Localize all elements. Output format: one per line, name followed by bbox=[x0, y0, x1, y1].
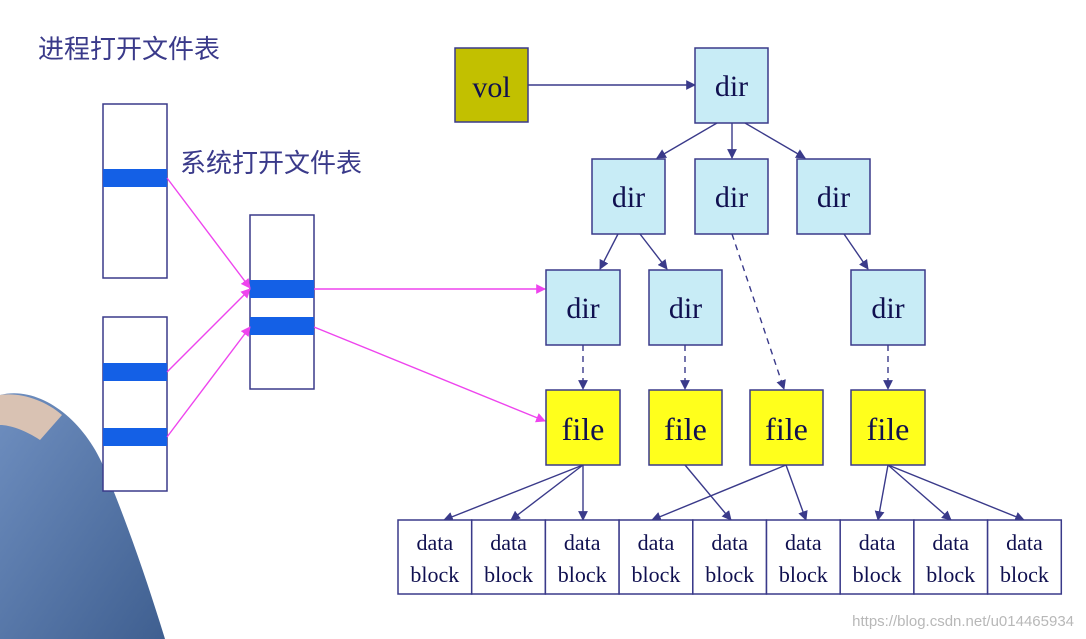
tree-arrow bbox=[639, 233, 668, 270]
dir-node-root: dir bbox=[694, 47, 769, 124]
file-label: file bbox=[562, 411, 605, 447]
data-block-line1: data bbox=[490, 530, 527, 555]
process-table-1-slot bbox=[103, 169, 167, 187]
system-table-label: 系统打开文件表 bbox=[180, 149, 362, 179]
data-block: data block bbox=[839, 519, 915, 595]
block-arrow bbox=[887, 464, 952, 521]
dir-label: dir bbox=[669, 292, 702, 325]
file-node-1: file bbox=[545, 389, 621, 466]
data-block-line1: data bbox=[638, 530, 675, 555]
file-label: file bbox=[664, 411, 707, 447]
dashed-links bbox=[578, 233, 893, 390]
data-block-line2: block bbox=[779, 562, 828, 587]
tree-arrow bbox=[744, 122, 806, 159]
data-block: data block bbox=[765, 519, 841, 595]
data-block-line2: block bbox=[484, 562, 533, 587]
data-block-line2: block bbox=[410, 562, 459, 587]
file-node-3: file bbox=[749, 389, 824, 466]
block-arrow bbox=[443, 464, 584, 522]
data-block: data block bbox=[544, 519, 620, 595]
block-arrow bbox=[785, 464, 808, 521]
data-block-line2: block bbox=[705, 562, 754, 587]
dashed-arrow bbox=[731, 233, 786, 390]
block-arrow bbox=[887, 464, 1025, 522]
dir-node-l1-b: dir bbox=[694, 158, 769, 235]
block-arrow bbox=[651, 464, 787, 522]
tree-arrow bbox=[843, 233, 869, 270]
block-lines bbox=[443, 464, 1025, 522]
data-block: data block bbox=[397, 519, 473, 595]
data-block: data block bbox=[470, 519, 547, 595]
dir-node-l2-c: dir bbox=[850, 269, 926, 346]
pointer-arrow bbox=[313, 326, 546, 423]
vol-label: vol bbox=[472, 71, 510, 104]
data-block-line1: data bbox=[417, 530, 454, 555]
data-block-line2: block bbox=[1000, 562, 1049, 587]
block-arrow bbox=[874, 464, 889, 521]
system-table-slot-b bbox=[250, 317, 314, 335]
system-table bbox=[249, 214, 315, 390]
data-block-line2: block bbox=[632, 562, 681, 587]
file-label: file bbox=[867, 411, 910, 447]
data-block-line1: data bbox=[564, 530, 601, 555]
dir-label: dir bbox=[566, 292, 599, 325]
system-table-slot-a bbox=[250, 280, 314, 298]
data-block-line1: data bbox=[1006, 530, 1043, 555]
block-arrow bbox=[510, 464, 584, 521]
dir-label: dir bbox=[612, 181, 645, 214]
data-block: data block bbox=[692, 519, 768, 595]
dir-node-l1-c: dir bbox=[796, 158, 871, 235]
data-block: data block bbox=[913, 519, 989, 595]
dir-label: dir bbox=[817, 181, 850, 214]
data-block-line2: block bbox=[853, 562, 902, 587]
data-block-line1: data bbox=[785, 530, 822, 555]
file-node-2: file bbox=[648, 389, 723, 466]
data-block-row: datablockdatablockdatablockdatablockdata… bbox=[397, 519, 1063, 595]
dir-label: dir bbox=[715, 181, 748, 214]
dir-node-l2-a: dir bbox=[545, 269, 621, 346]
data-block-line2: block bbox=[926, 562, 975, 587]
data-block-line1: data bbox=[932, 530, 969, 555]
pointer-arrow bbox=[166, 177, 251, 289]
presenter-silhouette bbox=[0, 393, 165, 639]
data-block: data block bbox=[618, 519, 694, 595]
dir-label: dir bbox=[871, 292, 904, 325]
pointer-arrow bbox=[166, 326, 251, 438]
pointer-lines bbox=[166, 177, 546, 438]
data-block-line1: data bbox=[711, 530, 748, 555]
process-table-1 bbox=[102, 103, 168, 279]
dir-node-l1-a: dir bbox=[591, 158, 666, 235]
file-node-4: file bbox=[850, 389, 926, 466]
process-table-label: 进程打开文件表 bbox=[38, 35, 220, 65]
block-arrow bbox=[684, 464, 732, 521]
tree-lines bbox=[528, 80, 869, 270]
data-block-line1: data bbox=[859, 530, 896, 555]
watermark: https://blog.csdn.net/u014465934 bbox=[852, 613, 1074, 630]
dir-node-l2-b: dir bbox=[648, 269, 723, 346]
tree-arrow bbox=[656, 122, 718, 159]
data-block: data block bbox=[986, 519, 1063, 595]
process-table-2 bbox=[102, 316, 168, 492]
tree-arrow bbox=[599, 233, 619, 270]
vol-node: vol bbox=[454, 47, 529, 123]
dir-label: dir bbox=[715, 70, 748, 103]
file-label: file bbox=[765, 411, 808, 447]
pointer-arrow bbox=[166, 288, 251, 373]
data-block-line2: block bbox=[558, 562, 607, 587]
process-table-2-slot-b bbox=[103, 428, 167, 446]
process-table-2-slot-a bbox=[103, 363, 167, 381]
